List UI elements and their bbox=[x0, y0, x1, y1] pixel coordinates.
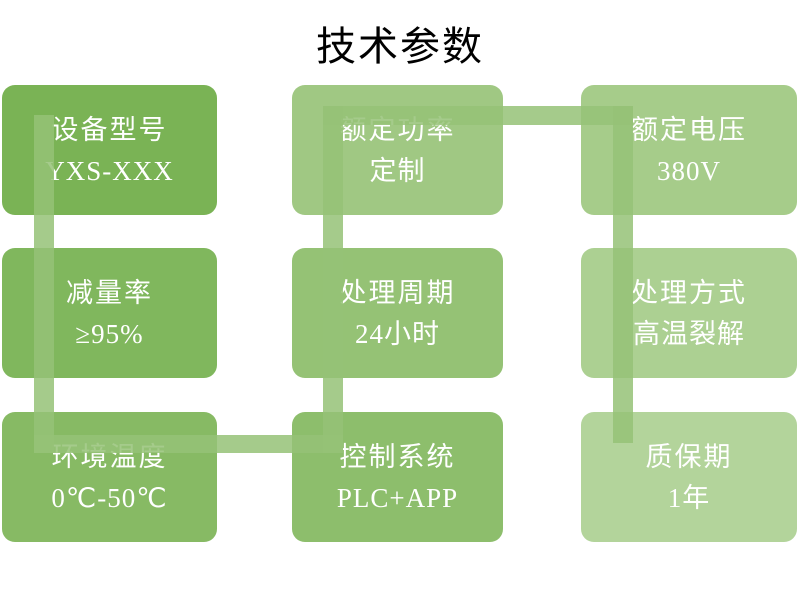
box-value: 380V bbox=[657, 155, 721, 186]
connector-middle-vertical bbox=[323, 106, 343, 453]
box-label: 质保期 bbox=[645, 441, 733, 472]
box-value: 1年 bbox=[667, 482, 711, 513]
box-value: 24小时 bbox=[355, 318, 440, 349]
box-label: 处理方式 bbox=[631, 277, 747, 308]
connector-bottom-horizontal bbox=[34, 435, 343, 453]
box-value: 0℃-50℃ bbox=[51, 482, 168, 513]
box-label: 设备型号 bbox=[51, 114, 168, 145]
box-value: 高温裂解 bbox=[633, 318, 745, 349]
connector-right-vertical bbox=[613, 106, 633, 443]
box-label: 处理周期 bbox=[339, 277, 456, 308]
box-label: 控制系统 bbox=[339, 441, 456, 472]
slide-title: 技术参数 bbox=[316, 25, 484, 69]
box-value: 定制 bbox=[369, 155, 426, 186]
connector-top-horizontal bbox=[323, 106, 633, 125]
connector-left-vertical bbox=[34, 115, 54, 453]
box-label: 减量率 bbox=[66, 277, 153, 308]
box-label: 额定电压 bbox=[631, 114, 747, 145]
box-value: PLC+APP bbox=[336, 482, 459, 513]
box-value: ≥95% bbox=[75, 318, 144, 349]
box-value: YXS-XXX bbox=[45, 155, 174, 186]
